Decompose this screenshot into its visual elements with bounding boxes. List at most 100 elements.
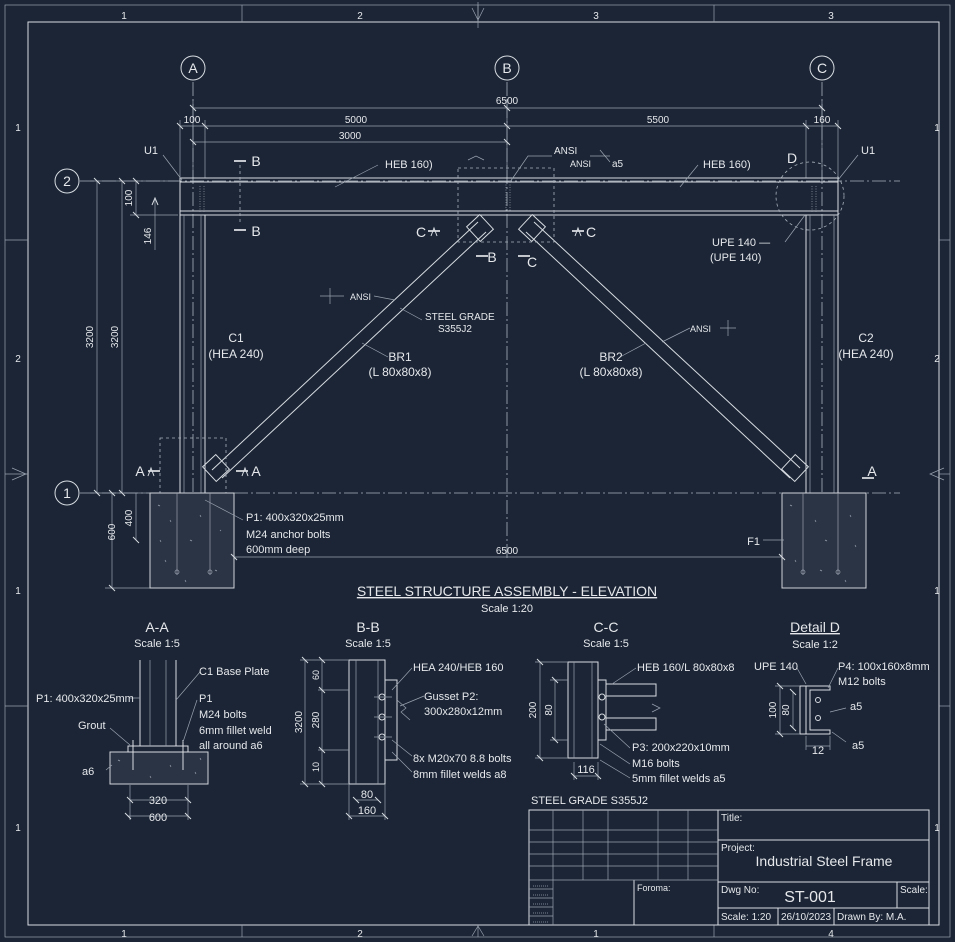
dim-146-left: 146 [143,227,154,244]
cc-label-welds: 5mm fillet welds a5 [632,773,726,785]
section-mark-a-left: A [135,463,145,479]
bb-dim-60: 60 [311,670,321,680]
tb-date: 26/10/2023 [781,912,831,923]
top-dimensions [176,100,842,178]
dd-dim-80: 80 [781,704,792,716]
tb-title-label: Title: [721,813,742,824]
detail-d-drawing [775,667,847,750]
section-mark-a-mid: A [251,463,261,479]
label-br1-profile: (L 80x80x8) [369,365,432,379]
section-mark-b-center: B [487,249,496,265]
grid-bubble-b: B [494,55,520,81]
label-heb160-right: HEB 160) [703,159,751,171]
grid-label-a: A [188,60,198,76]
border-number-bottom-4: 4 [828,929,834,940]
label-foundation-f1: F1 [747,536,760,548]
border-number-bottom-2: 2 [357,929,363,940]
label-br2: BR2 [599,350,623,364]
dim-160-top: 160 [814,115,831,126]
bb-label-gusset: Gusset P2: [424,691,478,703]
dim-600: 600 [107,523,118,540]
dd-dim-12: 12 [812,745,824,757]
aa-label-grout: Grout [78,720,106,732]
label-u1-right: U1 [861,145,875,157]
dd-label-p4: P4: 100x160x8mm [838,661,930,673]
foundation-left [149,492,235,589]
border-number-right-4: 1 [934,823,940,834]
tb-project-name: Industrial Steel Frame [756,853,893,869]
label-upe140: UPE 140 — [712,237,770,249]
bb-dim-3200: 3200 [294,710,305,733]
brace-br2 [517,213,810,483]
center-mark-left [11,467,27,481]
aa-label-base-plate: C1 Base Plate [199,666,269,678]
label-ansi-top2: ANSI [570,159,591,169]
border-number-right-1: 1 [934,123,940,134]
cc-label-bolts: M16 bolts [632,758,680,770]
brace-br1 [201,213,495,483]
left-dimensions [90,177,178,592]
dim-100-top: 100 [184,115,201,126]
aa-label-bolts: M24 bolts [199,709,247,721]
elevation-leaders [162,149,859,541]
center-mark-right [929,467,945,481]
cc-dim-200: 200 [528,701,539,718]
border-numbers: 1 2 3 3 1 2 1 4 1 2 1 1 1 2 1 1 [15,11,940,940]
label-u1-left: U1 [144,145,158,157]
section-mark-b-bottom: B [251,223,260,239]
section-aa-scale: Scale 1:5 [134,638,180,650]
aa-label-a6: a6 [82,766,94,778]
label-anchor-depth: 600mm deep [246,544,310,556]
grid-label-1: 1 [63,485,71,501]
dim-total-bottom: 6500 [496,546,519,557]
tb-drawn-by: Drawn By: M.A. [837,912,906,923]
label-c2: C2 [858,331,874,345]
dim-3000: 3000 [339,131,362,142]
border-number-bottom-3: 1 [593,929,599,940]
grid-bubble-2: 2 [54,168,80,194]
bb-dim-280: 280 [311,711,322,728]
aa-dim-320: 320 [149,795,167,807]
cc-label-profiles: HEB 160/L 80x80x8 [637,662,734,674]
label-a5-top: a5 [612,159,624,170]
label-ansi-right: ANSI [690,324,711,334]
border-number-top-3: 3 [593,11,599,22]
label-anchor-bolts: M24 anchor bolts [246,529,331,541]
dim-3200-a: 3200 [85,325,96,348]
aa-label-p1: P1 [199,693,212,705]
border-number-right-2: 2 [934,354,940,365]
section-aa-drawing [105,660,209,820]
dim-100-vertical: 100 [124,189,135,206]
section-cc-drawing [535,658,661,780]
grid-bubble-1: 1 [54,480,80,506]
section-mark-c-right: C [586,224,596,240]
dd-label-upe140: UPE 140 [754,661,798,673]
aa-label-all-around: all around a6 [199,740,263,752]
note-steel-grade: STEEL GRADE S355J2 [531,795,648,807]
aa-dim-600: 600 [149,812,167,824]
bottom-dimension [230,553,786,561]
label-steel-grade-value: S355J2 [438,324,472,335]
cc-label-plate: P3: 200x220x10mm [632,742,730,754]
grid-label-2: 2 [63,173,71,189]
dd-label-a5-bottom: a5 [852,740,864,752]
tb-scale-label: Scale: [900,885,928,896]
aa-label-fillet: 6mm fillet weld [199,725,272,737]
border-number-left-2: 2 [15,354,21,365]
border-number-top-2: 2 [357,11,363,22]
tb-dwg-number: ST-001 [784,889,836,906]
section-markers [147,160,874,479]
foundation-right [781,492,867,589]
bb-label-profiles: HEA 240/HEB 160 [413,662,504,674]
elevation-scale: Scale 1:20 [481,603,533,615]
title-block [528,809,930,926]
section-mark-c-left: C [416,224,426,240]
grid-bubble-a: A [180,55,206,81]
label-ansi-top: ANSI [554,146,577,157]
label-upe140-paren: (UPE 140) [710,252,761,264]
section-mark-a-right: A [867,463,877,479]
label-base-plate-p1: P1: 400x320x25mm [246,512,344,524]
bb-label-bolts: 8x M20x70 8.8 bolts [413,753,512,765]
cc-dim-80: 80 [544,704,555,716]
